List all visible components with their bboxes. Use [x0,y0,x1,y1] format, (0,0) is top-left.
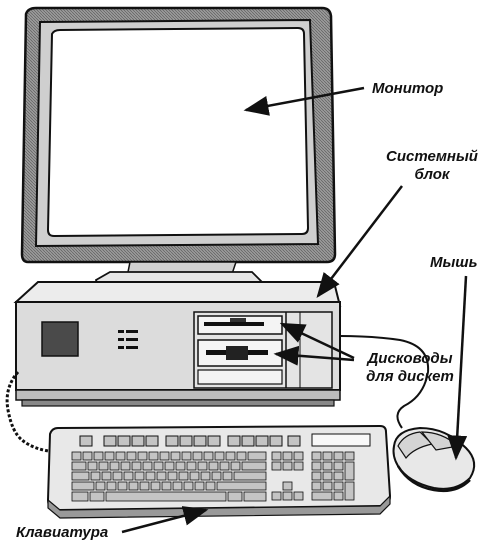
mouse-label: Мышь [430,254,478,271]
monitor [20,6,337,301]
front-display-panel [41,321,79,357]
monitor-label: Монитор [372,80,444,97]
system-unit-label-line1: Системный [386,148,478,165]
system-unit-label: Системный блок [384,148,480,184]
space-bar [105,491,227,502]
system-unit-foot [21,399,335,407]
keyboard-cable [5,371,57,454]
system-unit [13,281,342,407]
floppy-drives-label-line1: Дисководы [367,350,453,367]
system-unit-base [15,389,341,401]
arrow-drive-2 [273,345,355,366]
keyboard [46,424,392,519]
floppy-drives-label-line2: для дискет [366,368,454,385]
arrow-drive-1 [279,322,355,360]
monitor-screen [46,26,310,238]
floppy-slot-1 [204,322,264,326]
mouse [392,426,476,493]
arrow-mouse [447,275,468,461]
indicator-lights [118,330,138,349]
keyboard-label: Клавиатура [16,524,109,541]
empty-bay [197,369,283,385]
floppy-drives-label: Дисководы для дискет [358,350,462,386]
mouse-cable [339,335,430,429]
keyboard-led-panel [311,433,371,447]
navigation-keys [271,451,304,501]
numeric-keypad [311,451,355,501]
arrow-system-unit [316,185,403,298]
main-keys [71,451,267,502]
arrow-keyboard [121,506,209,534]
function-keys [79,435,301,447]
arrow-monitor [243,86,365,116]
system-unit-label-line2: блок [414,166,450,183]
leader-arrows [121,86,468,534]
